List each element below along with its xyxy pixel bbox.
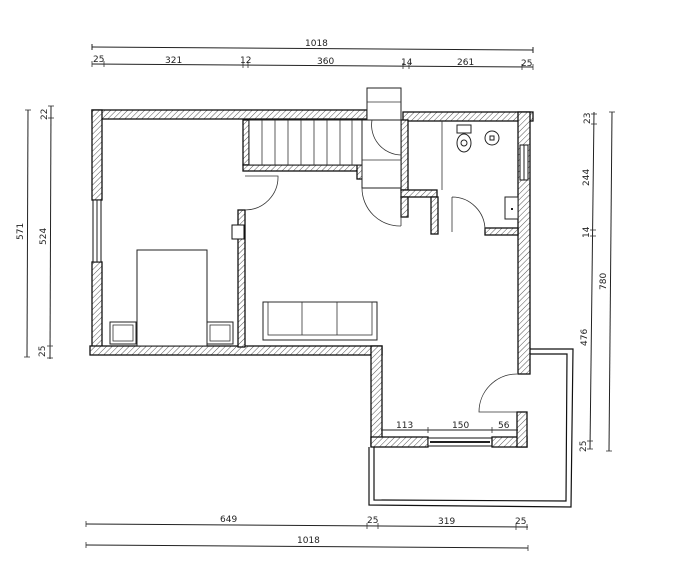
dim-top-seg-6: 261 bbox=[457, 58, 474, 68]
exterior-walls bbox=[89, 109, 534, 448]
dim-top-seg-5: 14 bbox=[401, 58, 413, 68]
dim-bottom-seg-1: 649 bbox=[220, 515, 237, 525]
dim-top-seg-2: 321 bbox=[165, 56, 182, 66]
column bbox=[231, 224, 245, 240]
dim-left-seg-1: 22 bbox=[40, 109, 50, 120]
dim-left-overall: 571 bbox=[16, 223, 26, 240]
top-segment-dimensions: 25 321 12 360 14 261 25 bbox=[91, 55, 534, 70]
doors bbox=[244, 175, 518, 413]
nightstand-right bbox=[206, 321, 234, 345]
dim-right-overall: 780 bbox=[599, 273, 609, 290]
dim-south-seg-3: 56 bbox=[498, 421, 510, 431]
dim-bottom-seg-4: 25 bbox=[515, 517, 526, 527]
bathroom-fixtures bbox=[441, 121, 519, 220]
bedroom-furniture bbox=[109, 249, 234, 347]
bathroom-door bbox=[451, 196, 486, 232]
staircase bbox=[248, 119, 363, 166]
toilet-tank bbox=[456, 124, 472, 134]
interior-dimensions: 113 150 56 bbox=[381, 421, 518, 433]
bedroom-door bbox=[244, 175, 279, 211]
dim-right-seg-5: 25 bbox=[579, 441, 589, 452]
bottom-dimensions: 649 25 319 25 1018 bbox=[85, 515, 529, 551]
dim-top-seg-7: 25 bbox=[521, 59, 532, 69]
dim-bottom-overall: 1018 bbox=[297, 536, 320, 546]
dim-south-seg-1: 113 bbox=[396, 421, 413, 431]
dim-right-seg-1: 23 bbox=[583, 113, 593, 124]
dim-top-overall: 1018 bbox=[305, 39, 328, 49]
dim-top-seg-3: 12 bbox=[240, 56, 251, 66]
dim-left-seg-3: 25 bbox=[38, 346, 48, 357]
sofa bbox=[262, 301, 378, 341]
dim-top-seg-1: 25 bbox=[93, 55, 104, 65]
dim-right-seg-3: 14 bbox=[582, 226, 592, 238]
nightstand-left bbox=[109, 321, 137, 345]
top-overall-dimension: 1018 bbox=[91, 39, 534, 53]
terrace bbox=[368, 348, 574, 508]
dim-right-seg-4: 476 bbox=[580, 329, 590, 346]
dim-left-seg-2: 524 bbox=[39, 228, 49, 245]
left-dimensions: 571 22 524 25 bbox=[16, 105, 54, 360]
dim-bottom-seg-2: 25 bbox=[367, 516, 378, 526]
dim-top-seg-4: 360 bbox=[317, 57, 334, 67]
entry-vestibule bbox=[361, 87, 402, 227]
dim-south-seg-2: 150 bbox=[452, 421, 469, 431]
dim-bottom-seg-3: 319 bbox=[438, 517, 455, 527]
bed-icon bbox=[136, 249, 208, 347]
terrace-door bbox=[478, 373, 518, 413]
dim-right-seg-2: 244 bbox=[582, 169, 592, 186]
right-dimensions: 23 244 14 476 25 780 bbox=[579, 111, 615, 452]
